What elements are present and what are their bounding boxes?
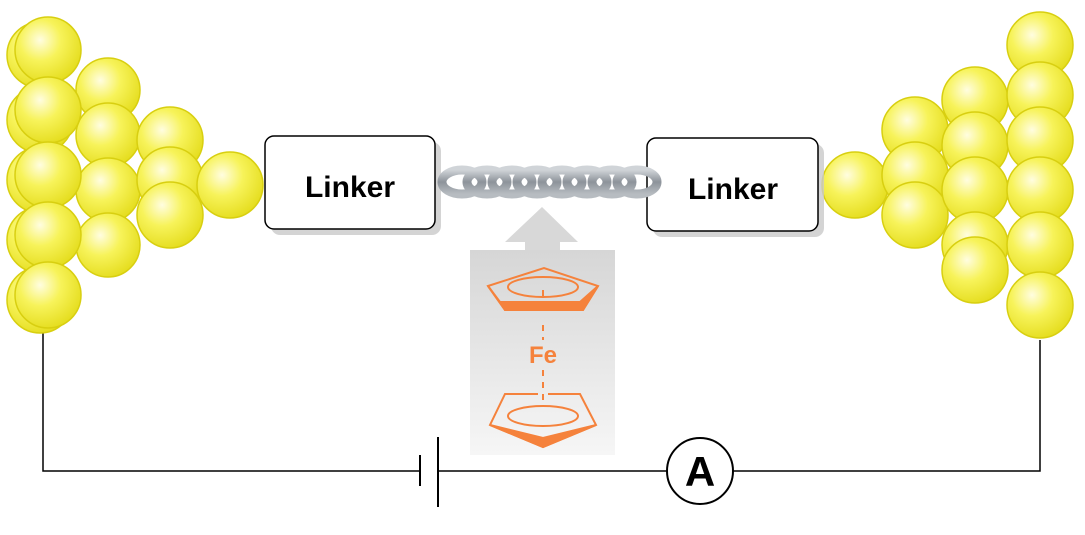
chain-link (537, 165, 587, 199)
gold-atom (14, 201, 82, 269)
right-linker-box: Linker (646, 137, 824, 237)
battery-icon (419, 437, 439, 507)
gold-atom (14, 16, 82, 84)
chain-link (487, 165, 537, 199)
chain-link (512, 165, 562, 199)
gold-atom (881, 181, 949, 249)
left-linker-label: Linker (305, 171, 395, 204)
chain-icon (437, 165, 662, 199)
gold-atom (136, 181, 204, 249)
gold-atom (821, 151, 889, 219)
ammeter-icon: A (666, 437, 734, 505)
gold-atom (75, 212, 141, 278)
gold-atom (14, 76, 82, 144)
left-gold-electrode (6, 16, 264, 334)
chain-link (587, 165, 637, 199)
left-linker-box: Linker (264, 135, 441, 235)
bottom-cyclopentadienyl-ring-icon (488, 393, 598, 449)
top-cyclopentadienyl-ring-icon (486, 266, 600, 400)
chain-link (562, 165, 612, 199)
gold-atom (1006, 271, 1074, 339)
up-arrow-icon (505, 207, 578, 252)
chain-link (462, 165, 512, 199)
gold-atom (14, 261, 82, 329)
ferrocene-insert: Fe (470, 207, 615, 455)
gold-atom (14, 141, 82, 209)
gold-atom (1006, 211, 1074, 279)
gold-atom (196, 151, 264, 219)
right-gold-electrode (821, 11, 1074, 339)
chain-link (612, 165, 662, 199)
circuit-wire (42, 325, 1041, 472)
iron-label: Fe (529, 342, 557, 369)
chain-link (437, 165, 487, 199)
right-linker-label: Linker (688, 173, 778, 206)
ammeter-label: A (685, 448, 715, 495)
gold-atom (941, 236, 1009, 304)
